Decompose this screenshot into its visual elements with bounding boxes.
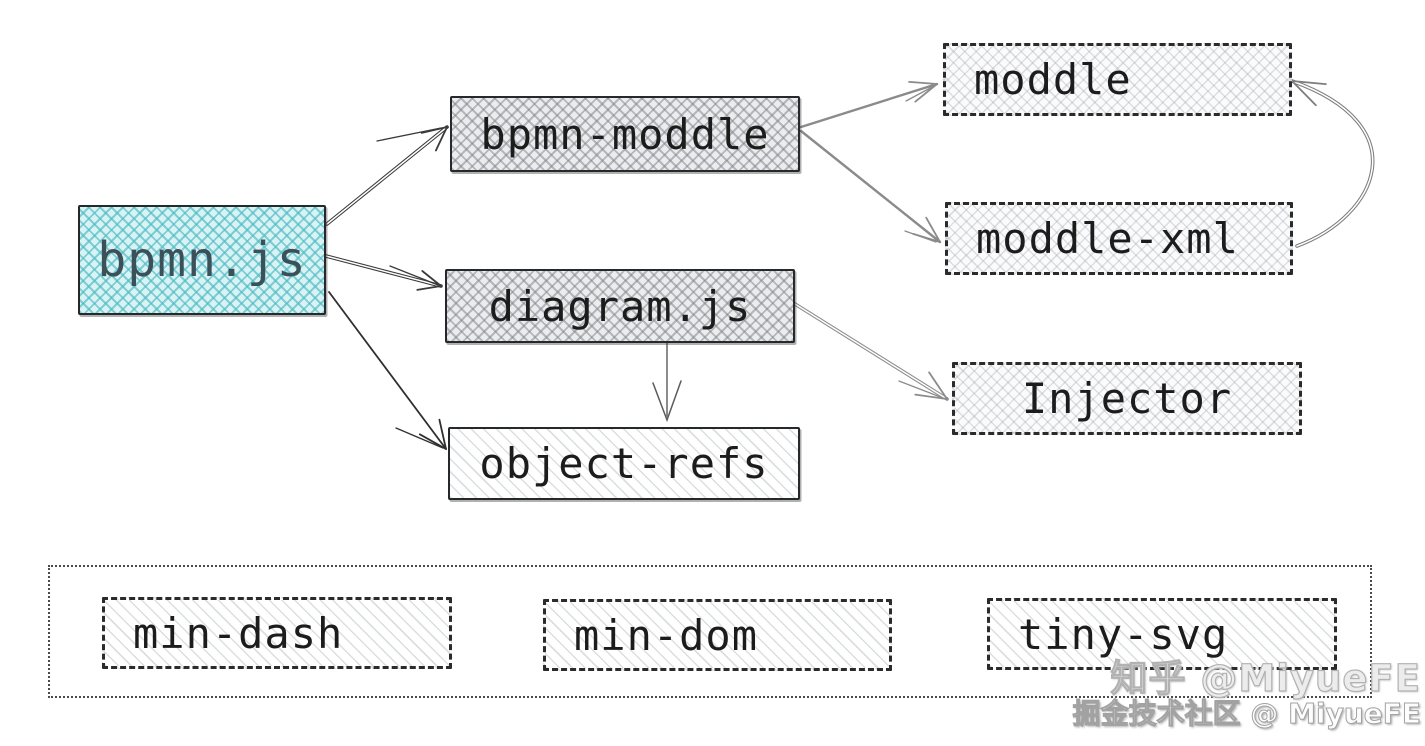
edge-bpmnmoddle-to-moddle [799,82,939,129]
node-injector-label: Injector [1021,374,1233,423]
edge-diagramjs-to-injector [793,302,949,401]
node-diagram-js-label: diagram.js [488,281,752,331]
node-injector: Injector [952,362,1302,435]
watermark-juejin: 掘金技术社区 @ MiyueFE [1072,697,1421,731]
edge-bpmnjs-to-objectrefs [328,291,447,450]
node-min-dom-label: min-dom [574,610,759,660]
node-tiny-svg: tiny-svg [987,598,1337,670]
node-bpmn-js-label: bpmn.js [97,232,307,288]
node-bpmn-js: bpmn.js [78,205,326,315]
node-min-dash-label: min-dash [133,608,344,658]
node-object-refs-label: object-refs [479,439,769,488]
edge-bpmnmoddle-to-moddlexml [799,129,942,244]
edge-moddlexml-to-moddle [1290,79,1375,248]
node-moddle-label: moddle [974,55,1132,104]
node-bpmn-moddle-label: bpmn-moddle [480,109,770,159]
node-moddle-xml-label: moddle-xml [976,214,1239,263]
node-bpmn-moddle: bpmn-moddle [450,96,800,172]
node-tiny-svg-label: tiny-svg [1018,609,1229,659]
node-object-refs: object-refs [448,427,800,500]
node-moddle: moddle [943,43,1292,116]
node-diagram-js: diagram.js [445,269,795,343]
edge-bpmnjs-to-diagramjs [324,254,443,288]
node-moddle-xml: moddle-xml [945,202,1293,275]
node-min-dom: min-dom [543,599,892,671]
watermark-zhihu: 知乎 @MiyueFE [1110,656,1421,700]
utility-deps-group [48,565,1372,698]
edge-bpmnjs-to-bpmnmoddle [325,125,449,226]
node-min-dash: min-dash [102,597,452,669]
